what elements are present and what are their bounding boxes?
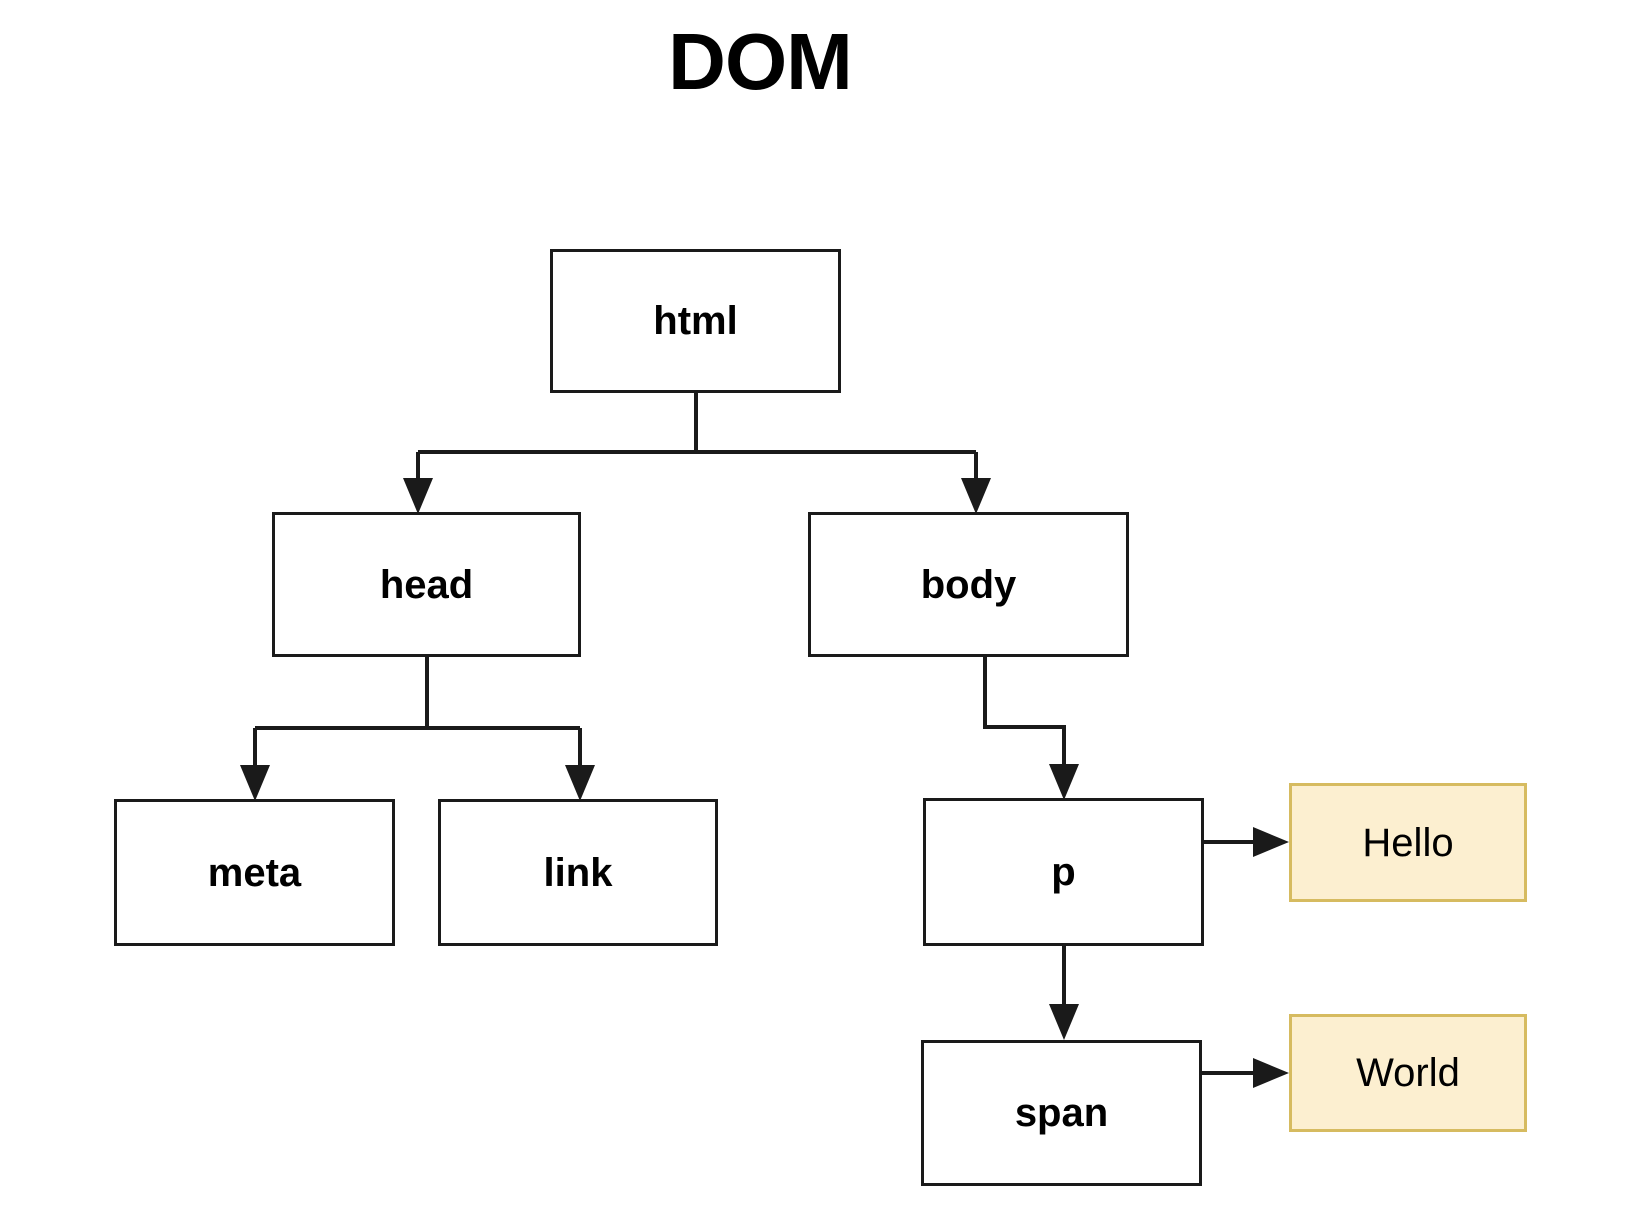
arrowhead-icon <box>1253 827 1289 857</box>
node-head-label: head <box>379 562 474 607</box>
node-html-label: html <box>653 299 738 343</box>
arrowhead-icon <box>240 765 270 801</box>
edge-span-to-world <box>1202 1058 1289 1088</box>
node-body[interactable]: body <box>808 512 1129 657</box>
node-head[interactable]: head <box>272 512 581 657</box>
arrowhead-icon <box>1049 1004 1079 1040</box>
edge-p-to-hello <box>1204 827 1289 857</box>
node-p[interactable]: p <box>923 798 1204 946</box>
node-text-hello-label: Hello <box>1362 820 1454 865</box>
node-span[interactable]: span <box>921 1040 1202 1186</box>
node-p-label: p <box>1051 850 1076 894</box>
node-link[interactable]: link <box>438 799 718 946</box>
node-text-world-label: World <box>1356 1051 1460 1095</box>
arrowhead-icon <box>1253 1058 1289 1088</box>
node-body-label: body <box>920 562 1017 607</box>
edge-html-to-head-body <box>403 393 991 514</box>
arrowhead-icon <box>961 478 991 514</box>
edge-head-to-meta-link <box>240 657 595 801</box>
arrowhead-icon <box>565 765 595 801</box>
edge-body-to-p <box>983 657 1079 800</box>
node-span-label: span <box>1014 1091 1109 1135</box>
edge-p-to-span <box>1049 946 1079 1040</box>
node-meta-label: meta <box>207 850 302 895</box>
node-link-label: link <box>543 850 613 895</box>
node-text-hello[interactable]: Hello <box>1289 783 1527 902</box>
node-meta[interactable]: meta <box>114 799 395 946</box>
arrowhead-icon <box>403 478 433 514</box>
node-html[interactable]: html <box>550 249 841 393</box>
arrowhead-icon <box>1049 764 1079 800</box>
node-text-world[interactable]: World <box>1289 1014 1527 1132</box>
page-title: DOM <box>668 17 853 106</box>
